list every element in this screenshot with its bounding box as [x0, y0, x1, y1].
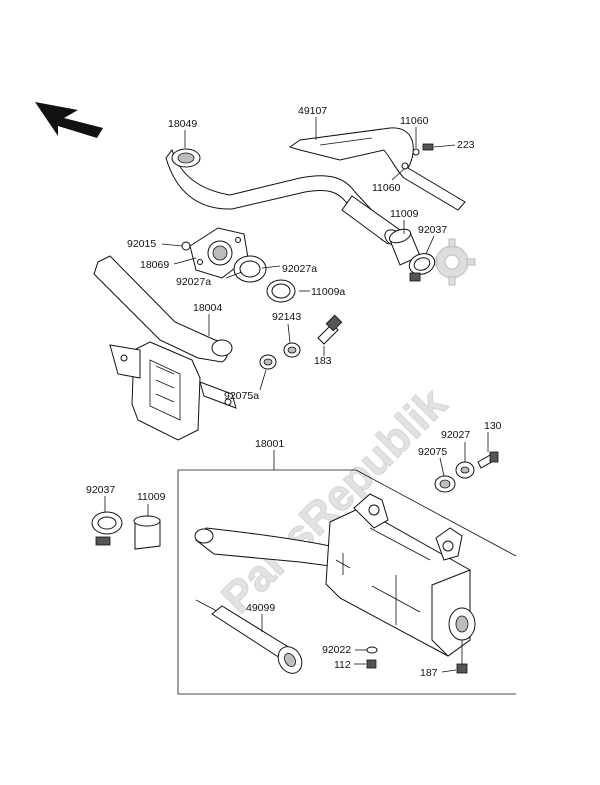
- spark-arrester-49099: [195, 599, 303, 674]
- label-112: 112: [334, 659, 351, 671]
- label-92022: 92022: [322, 644, 351, 656]
- leader-lines: [104, 117, 489, 673]
- clamp-92037-upper: [408, 253, 436, 282]
- label-49107: 49107: [298, 105, 327, 117]
- collar-92075: [434, 475, 456, 493]
- washer-92022: [366, 646, 378, 654]
- gasket-11009-upper: [388, 228, 421, 266]
- rubber-grommet-92143: [283, 342, 301, 358]
- label-92027: 92027: [441, 429, 470, 441]
- label-11009a: 11009a: [311, 286, 345, 298]
- label-18004: 18004: [193, 302, 222, 314]
- label-187: 187: [420, 667, 438, 679]
- stud-92015: [181, 241, 191, 251]
- label-92075: 92075: [418, 446, 447, 458]
- label-92015: 92015: [127, 238, 156, 250]
- direction-arrow-icon: [35, 102, 103, 138]
- collar-92075a: [259, 354, 277, 370]
- clamp-92037-lower: [91, 511, 123, 546]
- label-223: 223: [457, 139, 475, 151]
- label-92143: 92143: [272, 311, 301, 323]
- label-11009-upper: 11009: [390, 208, 419, 220]
- assembly-frame: [177, 469, 517, 695]
- watermark-gear-icon: [428, 238, 476, 286]
- screw-112: [366, 659, 377, 669]
- label-92037-upper: 92037: [418, 224, 447, 236]
- part-labels: 18049 49107 11060 223 11060 11009 92037 …: [86, 105, 502, 679]
- gasket-ring-11009a: [266, 279, 296, 303]
- label-11060-lower: 11060: [372, 182, 401, 194]
- label-92027a-left: 92027a: [176, 276, 211, 288]
- bolt-187: [456, 640, 468, 674]
- heat-guard-bracket: [288, 127, 466, 211]
- muffler-main-18001: [194, 493, 476, 657]
- flange-18069: [189, 227, 249, 279]
- nut-11060-upper: [412, 148, 420, 156]
- label-92075a: 92075a: [224, 390, 259, 402]
- label-130: 130: [484, 420, 502, 432]
- gasket-ring-92027a: [233, 255, 267, 283]
- nut-11060-lower: [401, 162, 409, 170]
- bolt-130: [477, 451, 499, 469]
- label-92027a-right: 92027a: [282, 263, 317, 275]
- label-18069: 18069: [140, 259, 169, 271]
- exhaust-pipe-front: [165, 148, 404, 247]
- gasket-11009-lower: [133, 515, 161, 550]
- label-11060-upper: 11060: [400, 115, 429, 127]
- rubber-92027: [455, 461, 475, 479]
- label-18049: 18049: [168, 118, 197, 130]
- label-18001: 18001: [255, 438, 284, 450]
- label-183: 183: [314, 355, 332, 367]
- bolt-223: [422, 143, 434, 151]
- muffler-rear-small: [93, 255, 237, 441]
- bolt-183: [317, 314, 343, 345]
- label-49099: 49099: [246, 602, 275, 614]
- label-92037-lower: 92037: [86, 484, 115, 496]
- label-11009-lower: 11009: [137, 491, 166, 503]
